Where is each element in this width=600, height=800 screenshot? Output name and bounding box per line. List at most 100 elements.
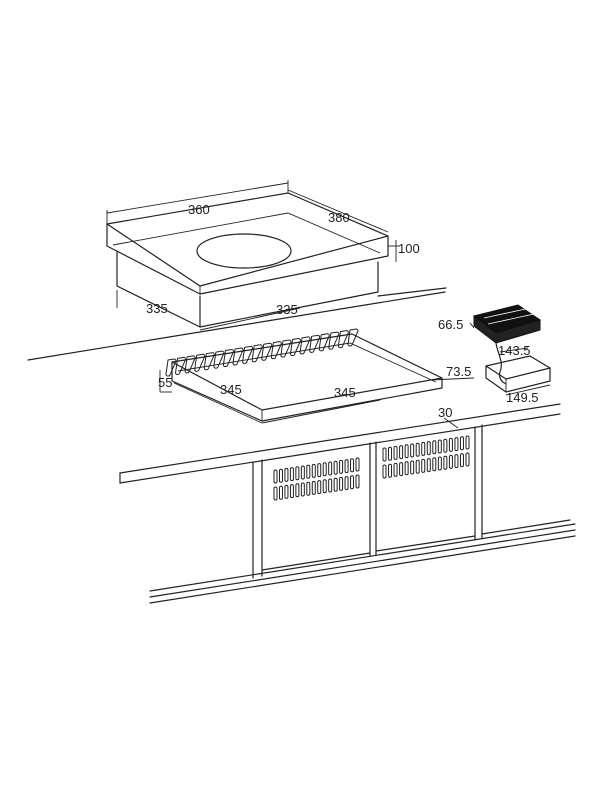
rib: [328, 331, 340, 350]
vent-slot: [432, 457, 437, 472]
vent-slot: [284, 484, 289, 499]
rib: [175, 356, 187, 375]
rib: [242, 345, 254, 364]
vent-slot: [333, 477, 338, 492]
label-hob-front: 335: [276, 302, 298, 317]
vent-slot: [333, 460, 338, 475]
vent-slot: [421, 441, 426, 456]
label-cutout-front: 345: [334, 385, 356, 400]
label-cutout-depth: 55: [158, 375, 172, 390]
vent-slot: [317, 480, 322, 495]
rib: [290, 337, 302, 356]
label-box2-width: 149.5: [506, 390, 539, 405]
cutout-ribs: [165, 328, 359, 377]
label-box-height: 66.5: [438, 317, 463, 332]
vent-slot: [399, 445, 404, 460]
vent-slot: [459, 453, 464, 468]
rib: [222, 349, 234, 368]
vent-slot: [328, 461, 333, 476]
vent-slot: [404, 461, 409, 476]
vent-slot: [344, 476, 349, 491]
rib: [232, 347, 244, 366]
control-box: [469, 304, 542, 385]
label-cutout-left: 345: [220, 382, 242, 397]
vent-slot: [421, 458, 426, 473]
vent-slot: [311, 463, 316, 478]
label-hob-left: 335: [146, 301, 168, 316]
vent-slot: [448, 437, 453, 452]
vent-slot: [382, 447, 387, 462]
vent-slot: [355, 474, 360, 489]
rib: [318, 333, 330, 352]
cabinet-front: [119, 403, 576, 604]
vent-slot: [415, 459, 420, 474]
vent-slot: [273, 469, 278, 484]
vent-slot: [339, 459, 344, 474]
vent-slot: [355, 457, 360, 472]
rib: [213, 350, 225, 369]
vent-slot: [393, 445, 398, 460]
vent-slot: [443, 438, 448, 453]
rib: [261, 342, 273, 361]
rib: [337, 330, 349, 349]
vent-slot: [415, 442, 420, 457]
vent-slot: [344, 459, 349, 474]
rib: [347, 328, 359, 347]
vent-slot: [306, 481, 311, 496]
vent-slot: [300, 482, 305, 497]
vent-slot: [306, 464, 311, 479]
power-box: [485, 355, 551, 396]
vent-slot: [465, 435, 470, 450]
vent-slot: [432, 440, 437, 455]
vent-slot: [404, 444, 409, 459]
rib: [194, 353, 206, 372]
rib: [270, 341, 282, 360]
label-box-width: 143.5: [498, 343, 531, 358]
vent-slot: [459, 436, 464, 451]
vent-slot: [317, 463, 322, 478]
vent-slot: [410, 443, 415, 458]
vent-slot: [295, 483, 300, 498]
rib: [251, 344, 263, 363]
worktop-cutout: [159, 328, 475, 424]
vent-slot: [399, 462, 404, 477]
vent-slot: [465, 452, 470, 467]
cooking-zone: [196, 233, 292, 269]
rib: [280, 339, 292, 358]
vent-slot: [322, 462, 327, 477]
vent-slot: [382, 464, 387, 479]
label-box2-height: 73.5: [446, 364, 471, 379]
vent-slot: [388, 463, 393, 478]
ventilation-slots: [273, 435, 470, 501]
vent-slot: [437, 439, 442, 454]
vent-slot: [339, 476, 344, 491]
rib: [299, 336, 311, 355]
vent-slot: [295, 466, 300, 481]
label-hob-depth: 360: [188, 202, 210, 217]
label-vent-gap: 30: [438, 405, 452, 420]
label-hob-width: 380: [328, 210, 350, 225]
vent-slot: [443, 455, 448, 470]
vent-slot: [426, 458, 431, 473]
rib: [165, 358, 177, 377]
vent-slot: [300, 465, 305, 480]
label-hob-height: 100: [398, 241, 420, 256]
vent-slot: [328, 478, 333, 493]
vent-slot: [278, 485, 283, 500]
vent-slot: [284, 467, 289, 482]
vent-slot: [454, 437, 459, 452]
rib: [184, 355, 196, 374]
vent-slot: [273, 486, 278, 501]
rib: [309, 334, 321, 353]
rib: [203, 352, 215, 371]
vent-slot: [350, 458, 355, 473]
vent-slot: [393, 462, 398, 477]
vent-slot: [289, 467, 294, 482]
vent-slot: [311, 480, 316, 495]
vent-slot: [278, 468, 283, 483]
hob-unit: [27, 180, 447, 361]
vent-slot: [454, 454, 459, 469]
vent-slot: [410, 460, 415, 475]
vent-slot: [437, 456, 442, 471]
